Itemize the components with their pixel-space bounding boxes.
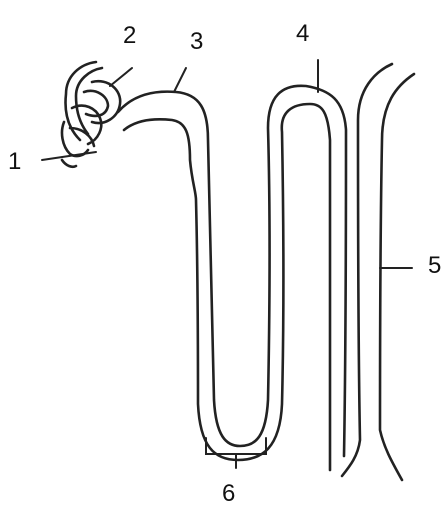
collecting-duct [342,64,414,480]
label-4: 4 [296,22,309,46]
label-3: 3 [190,30,203,54]
glomerulus-capsule [62,62,120,167]
label-6: 6 [222,482,235,506]
label-1: 1 [8,150,21,174]
proximal-tubule [118,86,346,470]
label-5: 5 [428,254,441,278]
label-2: 2 [123,24,136,48]
leader-line-2 [110,68,132,86]
leader-line-3 [174,68,186,92]
leader-line-6 [206,438,266,468]
left-white-panel [72,172,158,244]
